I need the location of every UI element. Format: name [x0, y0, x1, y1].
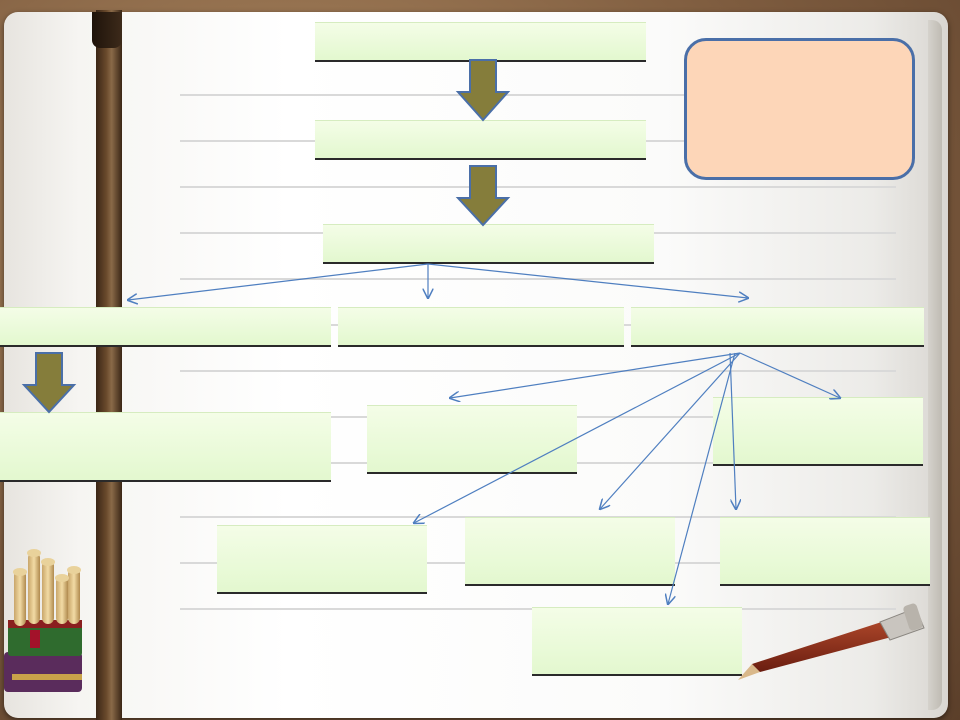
box-low-a [217, 525, 427, 594]
ruled-line [180, 94, 896, 96]
box-second [315, 120, 646, 160]
connector-to-low-c [729, 352, 736, 509]
box-left-result [0, 412, 331, 482]
ruled-line [180, 186, 896, 188]
box-branch-left [0, 307, 331, 347]
box-branch-middle [338, 307, 624, 347]
page-edge [928, 20, 942, 710]
box-low-b [465, 517, 675, 586]
connector-to-low-b [600, 352, 741, 509]
box-third [323, 224, 654, 264]
pen-icon [738, 603, 925, 680]
ruled-line [180, 370, 896, 372]
connector-to-bottom [668, 352, 736, 604]
connector-to-right-a [739, 352, 840, 398]
box-mid-a [367, 405, 577, 474]
connector-to-mid-a [450, 352, 741, 398]
scrolls-books-icon [4, 549, 82, 692]
connector-to-low-a [414, 352, 741, 523]
down-arrow-3 [21, 352, 77, 414]
down-arrow-2 [455, 165, 511, 227]
down-arrow-1 [455, 59, 511, 122]
connector-left [128, 263, 429, 300]
note-box [684, 38, 915, 180]
connector-right [427, 263, 748, 298]
box-bottom [532, 607, 742, 676]
box-branch-right [631, 307, 924, 347]
notebook-spine [96, 10, 122, 720]
ruled-line [180, 278, 896, 280]
box-right-a [713, 397, 923, 466]
box-low-c [720, 517, 930, 586]
notebook-spine-top [92, 12, 122, 48]
